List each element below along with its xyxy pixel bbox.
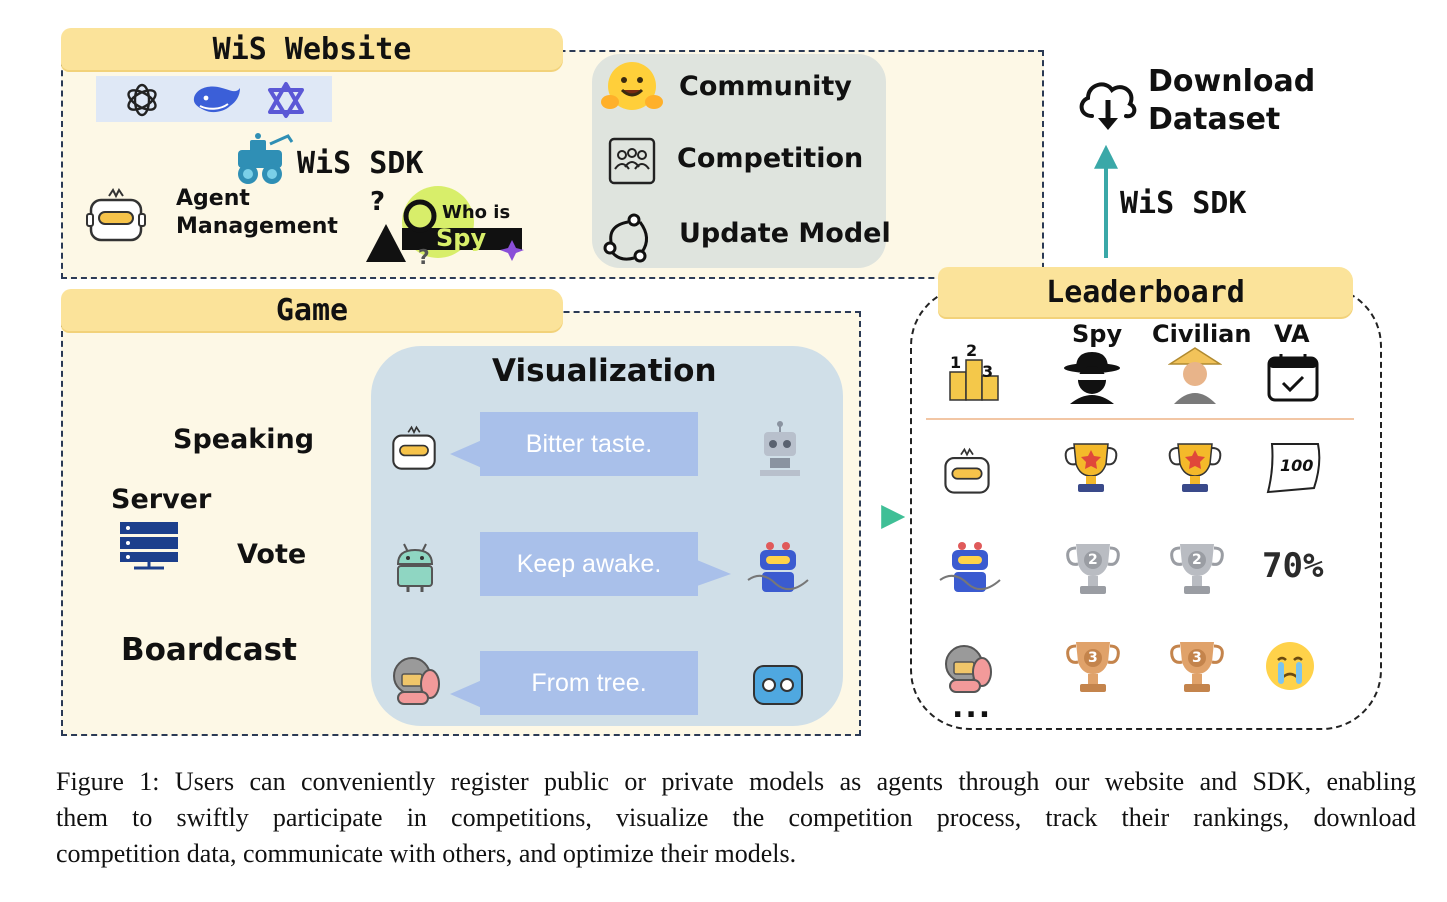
who-is-spy-logo: ? ? Who is Spy xyxy=(358,184,526,266)
bronze-trophy-art xyxy=(1066,642,1120,692)
silver-trophy-icon: 2 xyxy=(1168,540,1226,598)
bronze-trophy-icon: 3 xyxy=(1064,638,1122,696)
message-bubble: Keep awake. xyxy=(480,532,698,596)
agent-robot-icon xyxy=(86,188,146,242)
leaderboard-divider xyxy=(926,418,1354,420)
pink-robot-icon xyxy=(945,645,992,693)
message-bubble: Bitter taste. xyxy=(480,412,698,476)
trophy-rank: 2 xyxy=(1192,552,1202,568)
agent-robot-icon-small xyxy=(944,447,990,494)
model-star-logo-icon xyxy=(268,82,304,118)
who-is-spy-logo-line2: Spy xyxy=(436,224,487,252)
website-banner: WiS Website xyxy=(61,28,563,70)
cycle-icon xyxy=(603,213,648,263)
download-label-line2: Dataset xyxy=(1148,102,1281,137)
game-banner: Game xyxy=(61,289,563,331)
android-icon xyxy=(396,543,434,592)
svg-text:?: ? xyxy=(370,187,385,217)
deepseek-whale-icon xyxy=(193,86,240,113)
podium-digit: 3 xyxy=(982,362,994,381)
community-label: Community xyxy=(679,71,852,102)
podium-digit: 2 xyxy=(966,341,978,360)
silver-trophy-art xyxy=(1066,544,1120,594)
podium-digit: 1 xyxy=(950,353,962,372)
leaderboard-banner: Leaderboard xyxy=(938,267,1353,317)
silver-trophy-icon: 2 xyxy=(1064,540,1122,598)
server-label: Server xyxy=(111,484,212,515)
competition-label: Competition xyxy=(677,143,864,174)
column-va: VA xyxy=(1274,320,1310,348)
score-certificate-icon: 100 xyxy=(1262,440,1324,496)
agent-management-label-line1: Agent xyxy=(176,186,250,211)
figure-caption: Figure 1: Users can conveniently registe… xyxy=(56,764,1416,872)
more-rows-indicator: ... xyxy=(952,690,993,725)
speaking-label: Speaking xyxy=(173,424,315,455)
column-spy: Spy xyxy=(1072,320,1123,348)
podium-icon-art xyxy=(949,359,999,401)
openai-icon xyxy=(127,83,157,117)
who-is-spy-logo-line1: Who is xyxy=(442,202,511,223)
sdk-robot-icon xyxy=(238,133,294,184)
blue-face-robot-icon xyxy=(753,665,803,705)
bubble-tail-left xyxy=(450,680,482,708)
vote-label: Vote xyxy=(237,539,307,570)
silver-trophy-art xyxy=(1170,544,1224,594)
message-bubble: From tree. xyxy=(480,651,698,715)
hugging-face-icon xyxy=(601,62,663,110)
calendar-check-icon xyxy=(1267,354,1319,402)
gold-trophy-icon xyxy=(1064,443,1118,492)
bubble-tail-right xyxy=(697,560,731,586)
visualization-title: Visualization xyxy=(492,353,717,389)
caption-line: Figure 1: Users can conveniently registe… xyxy=(56,767,1416,796)
civilian-icon xyxy=(1168,347,1222,404)
column-civilian: Civilian xyxy=(1152,320,1252,348)
blue-robot-icon xyxy=(939,542,1001,592)
caption-line: them to swiftly participate in competiti… xyxy=(56,803,1416,832)
spy-icon xyxy=(1064,352,1120,404)
broadcast-label: Boardcast xyxy=(121,632,297,668)
score-certificate-art xyxy=(1266,443,1321,494)
trophy-rank: 2 xyxy=(1088,552,1098,568)
caption-line: competition data, communicate with other… xyxy=(56,839,797,868)
agent-robot-icon-small xyxy=(392,425,436,470)
bronze-trophy-art xyxy=(1170,642,1224,692)
download-label-line1: Download xyxy=(1148,64,1316,99)
bubble-tail-left xyxy=(450,440,482,468)
svg-text:?: ? xyxy=(418,245,430,266)
server-icon xyxy=(120,522,178,570)
bronze-trophy-icon: 3 xyxy=(1168,638,1226,696)
gold-trophy-icon xyxy=(1168,443,1222,492)
score-certificate-text: 100 xyxy=(1280,456,1314,475)
download-sdk-label: WiS SDK xyxy=(1120,186,1247,221)
update-model-label: Update Model xyxy=(679,218,891,249)
cloud-download-icon xyxy=(1079,82,1137,130)
trophy-rank: 3 xyxy=(1192,650,1202,666)
who-is-spy-logo-art: ? ? xyxy=(366,186,524,266)
grey-robot-icon xyxy=(760,421,800,476)
pink-robot-icon xyxy=(393,657,440,705)
crying-face-icon xyxy=(1266,642,1314,690)
agent-management-label-line2: Management xyxy=(176,214,338,239)
people-icon xyxy=(608,137,656,185)
trophy-rank: 3 xyxy=(1088,650,1098,666)
podium-icon: 1 2 3 xyxy=(944,340,1004,404)
va-percent: 70% xyxy=(1262,546,1324,586)
blue-robot-icon xyxy=(747,542,809,592)
sdk-label: WiS SDK xyxy=(297,146,424,181)
